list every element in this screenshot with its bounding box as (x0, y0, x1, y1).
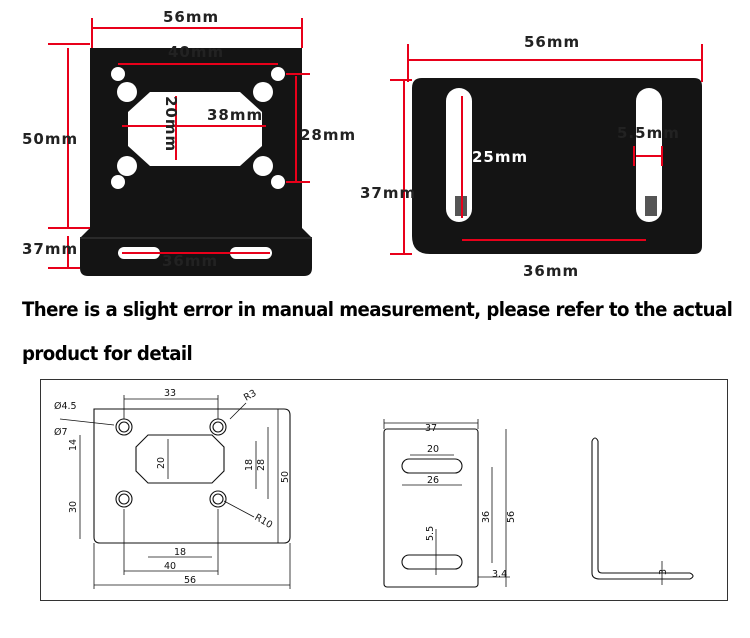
front-hole-spacing-x-label: 40mm (168, 43, 224, 61)
front-bracket-photo (80, 48, 312, 276)
side-dimension-lines (390, 44, 703, 255)
side-width-label: 56mm (524, 33, 580, 51)
foot-view-drawing: 37 20 26 36 56 5.5 3.4 (383, 419, 517, 588)
side-slot-spacing-label: 36mm (523, 262, 579, 280)
measurement-notice-line-2: product for detail (22, 342, 193, 365)
front-foot-slot-label: 36mm (162, 252, 218, 270)
side-dimension-labels: 56mm 5.5mm 25mm 37mm 36mm (360, 33, 680, 280)
foot-bottom-3-4-dim: 3.4 (492, 569, 507, 580)
foot-slot-20-dim: 20 (427, 444, 439, 455)
front-right-28-dim: 28 (256, 459, 267, 471)
front-hole-small-dim: Ø4.5 (54, 401, 77, 412)
front-top-dim: 33 (164, 388, 176, 399)
front-dimension-lines (48, 18, 310, 269)
technical-drawing: 33 Ø4.5 Ø7 R3 14 20 18 28 50 30 R10 18 4… (40, 379, 728, 601)
foot-slot-26-dim: 26 (427, 475, 439, 486)
front-width-top-label: 56mm (163, 8, 219, 26)
foot-right-56-dim: 56 (506, 511, 517, 523)
front-radius-top-dim: R3 (242, 388, 258, 404)
front-hole-spacing-y-label: 28mm (300, 126, 356, 144)
front-right-50-dim: 50 (280, 471, 291, 483)
profile-thickness-3-dim: 3 (658, 569, 669, 575)
technical-drawing-panel: 33 Ø4.5 Ø7 R3 14 20 18 28 50 30 R10 18 4… (40, 379, 728, 601)
profile-view-drawing: 3 (591, 437, 694, 585)
front-left-14-dim: 14 (68, 439, 79, 451)
front-window-20-dim: 20 (156, 457, 167, 469)
side-bracket-photo (412, 78, 702, 254)
front-window-height-label: 20mm (162, 96, 180, 152)
foot-top-37-dim: 37 (425, 423, 437, 434)
photo-panel: 56mm 40mm 50mm 28mm 37mm 36mm 38mm 20mm … (0, 0, 750, 290)
front-bottom-40-dim: 40 (164, 561, 176, 572)
front-hole-large-dim: Ø7 (54, 427, 68, 438)
foot-right-36-dim: 36 (481, 511, 492, 523)
front-left-30-dim: 30 (68, 501, 79, 513)
side-slot-length-label: 25mm (472, 148, 528, 166)
front-view-drawing: 33 Ø4.5 Ø7 R3 14 20 18 28 50 30 R10 18 4… (54, 388, 291, 589)
side-slot-width-label: 5.5mm (617, 124, 680, 142)
bracket-photos: 56mm 40mm 50mm 28mm 37mm 36mm 38mm 20mm … (22, 8, 703, 280)
measurement-notice-line-1: There is a slight error in manual measur… (22, 298, 733, 321)
foot-left-5-5-dim: 5.5 (425, 526, 436, 541)
front-bottom-18-dim: 18 (174, 547, 186, 558)
front-right-18-dim: 18 (244, 459, 255, 471)
front-window-width-label: 38mm (207, 106, 263, 124)
front-dimension-labels: 56mm 40mm 50mm 28mm 37mm 36mm 38mm 20mm (22, 8, 356, 270)
front-bottom-56-dim: 56 (184, 575, 196, 586)
front-height-label: 50mm (22, 130, 78, 148)
side-height-label: 37mm (360, 184, 416, 202)
front-foot-depth-label: 37mm (22, 240, 78, 258)
